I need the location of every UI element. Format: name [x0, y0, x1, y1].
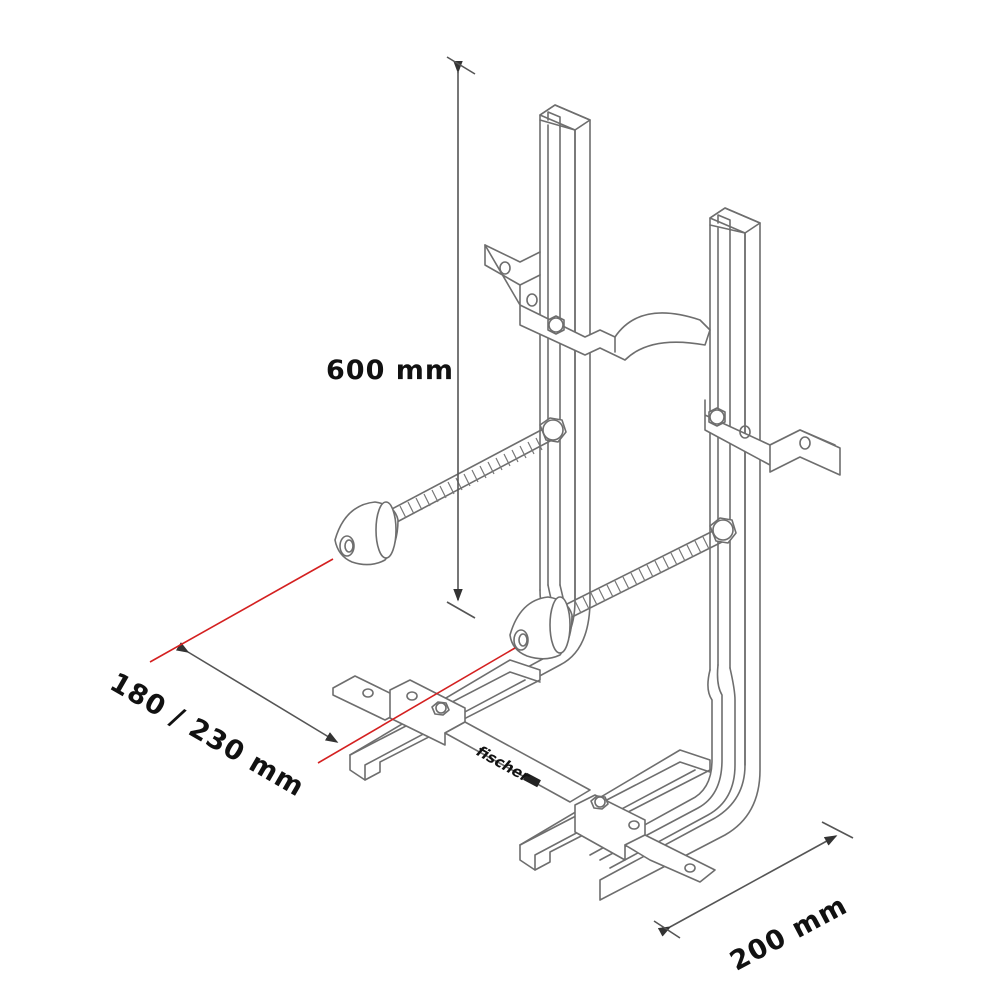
- upper-threaded-rod: [334, 417, 567, 566]
- height-label: 600 mm: [326, 355, 455, 386]
- height-dimension-line: [446, 56, 476, 619]
- width-dimension-line: [653, 821, 854, 939]
- right-rail: [589, 207, 761, 901]
- lower-threaded-rod: [509, 517, 737, 660]
- depth-reference-lines: [149, 558, 516, 764]
- left-foot-channel: [332, 659, 541, 781]
- depth-dimension-line: [175, 642, 339, 743]
- fischer-logo-mark: [523, 772, 541, 788]
- cross-bar: [444, 721, 591, 803]
- top-pipe-clamp: [484, 244, 841, 476]
- right-foot-channel: [519, 749, 716, 883]
